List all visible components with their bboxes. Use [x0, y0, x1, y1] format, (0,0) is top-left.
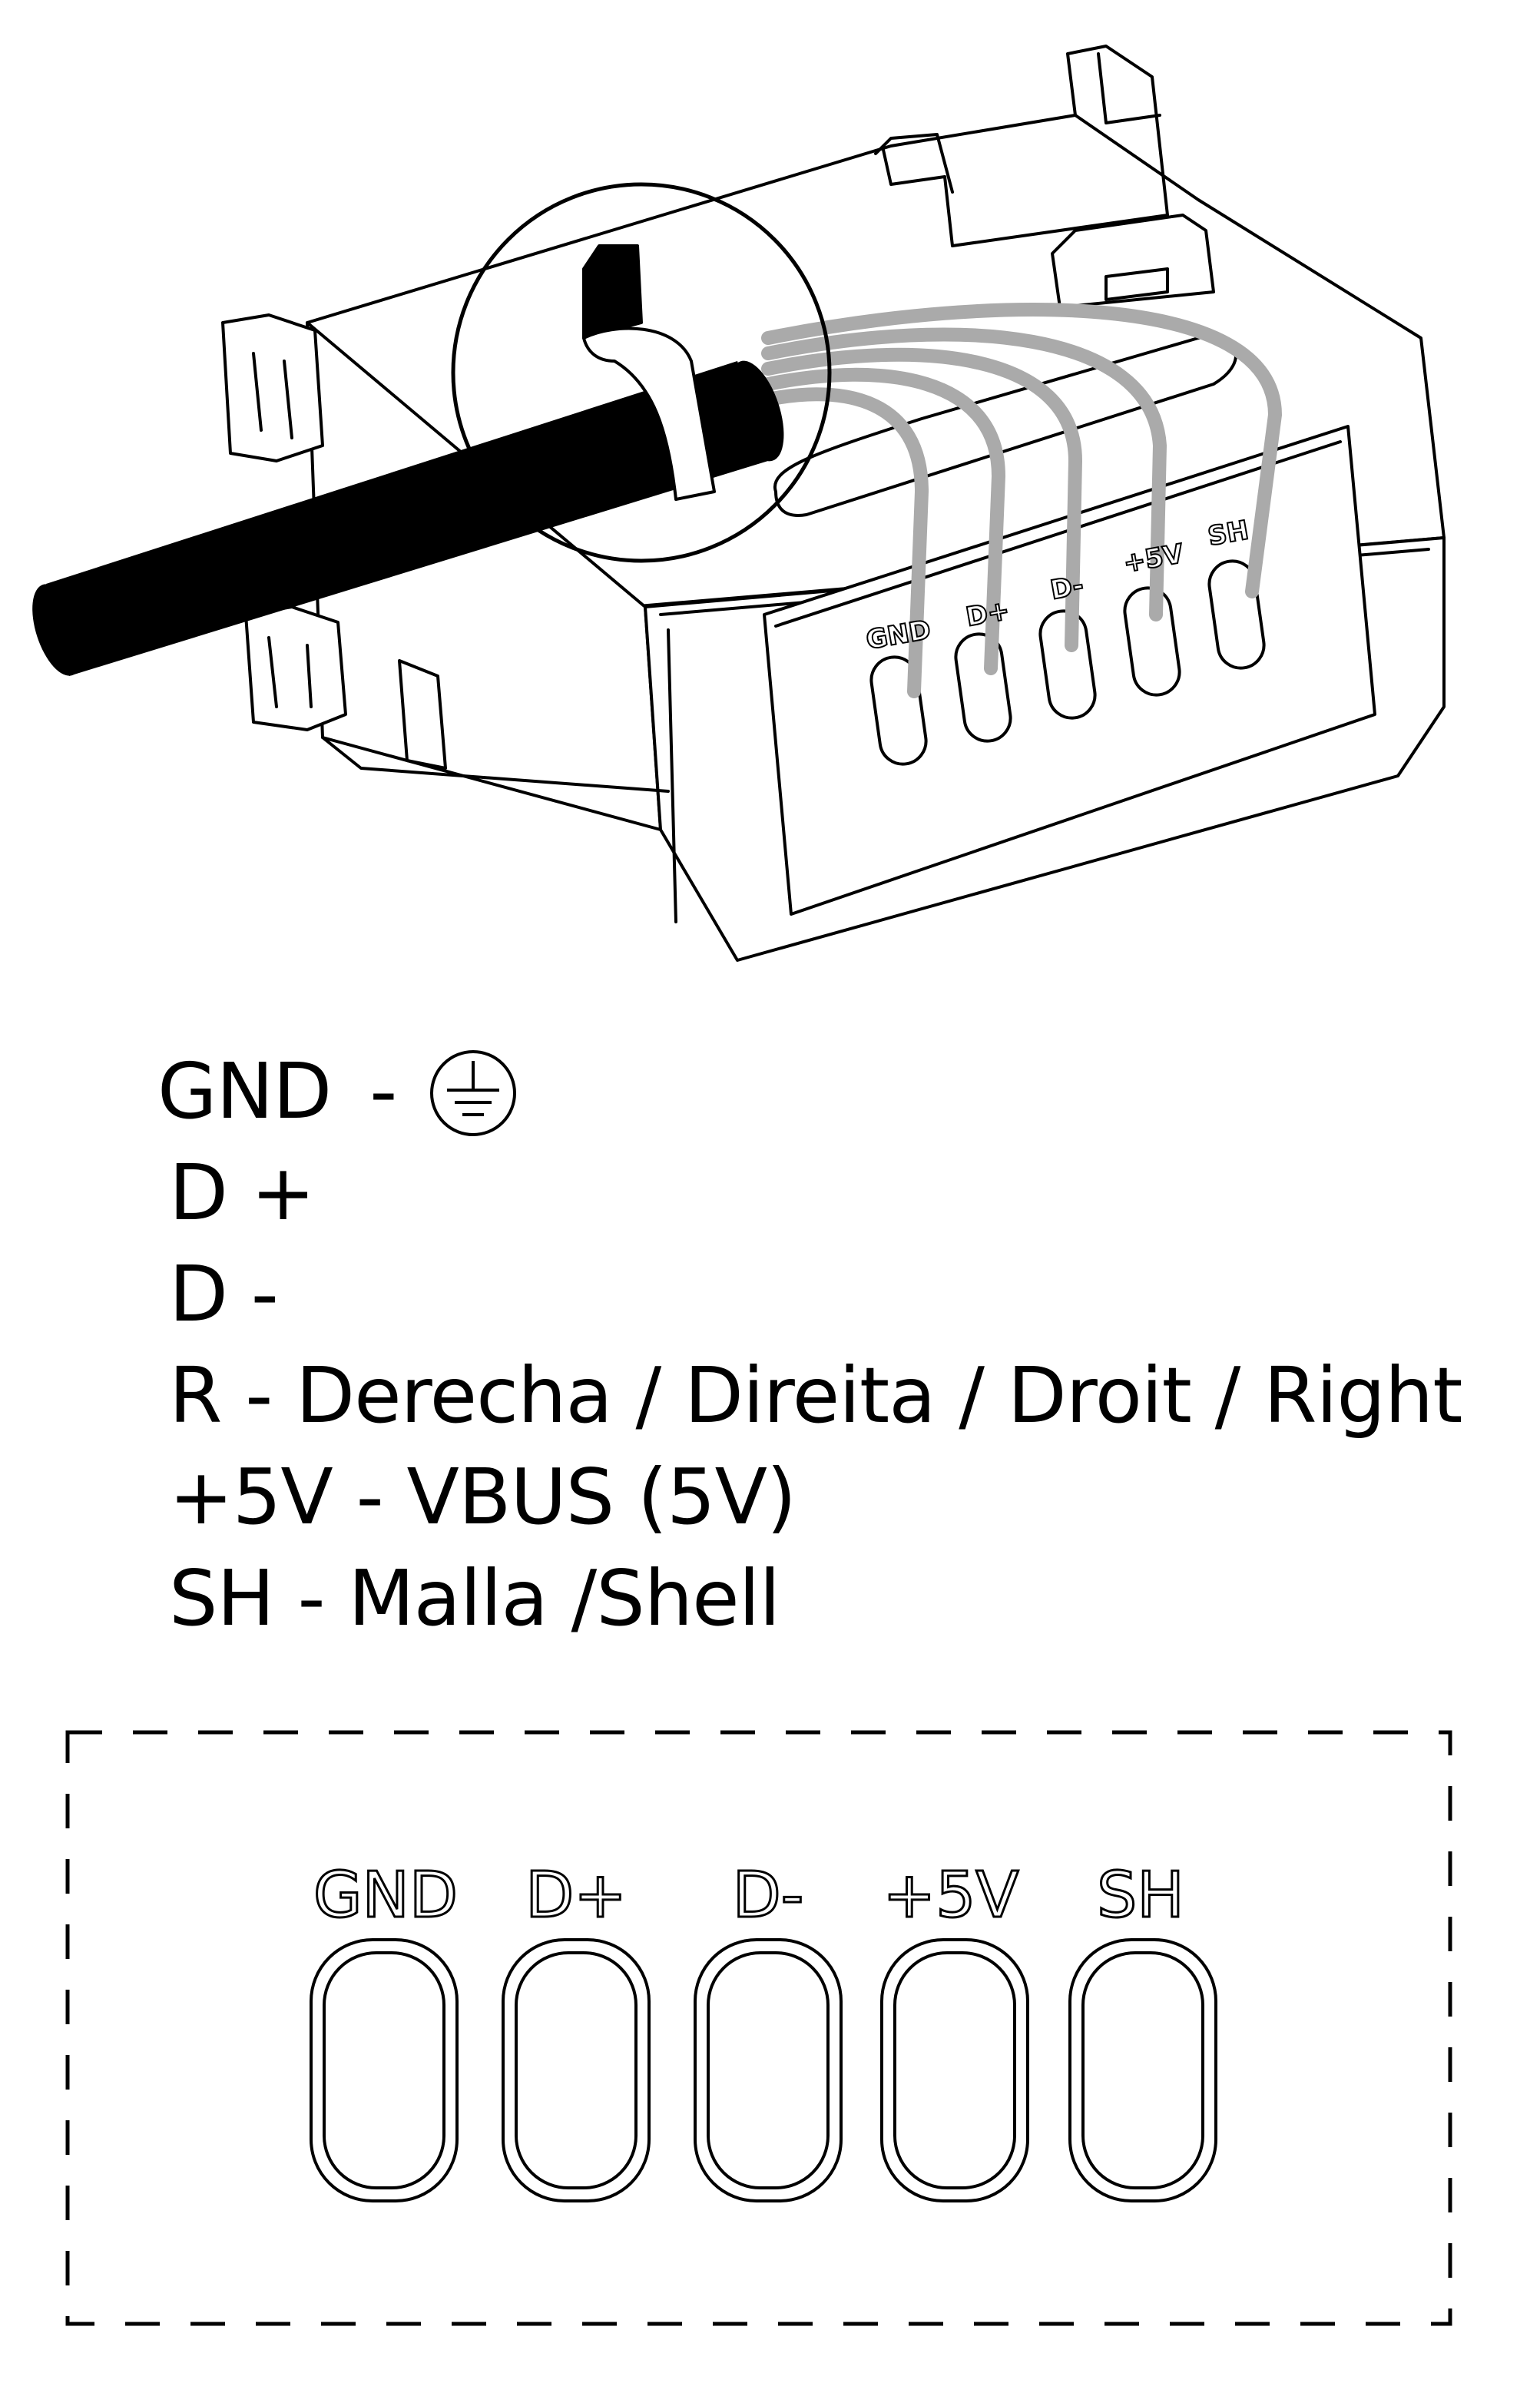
legend-shell: SH - Malla /Shell	[169, 1553, 780, 1643]
left-clip-lower	[244, 605, 347, 731]
legend-right: R - Derecha / Direita / Droit / Right	[169, 1351, 1462, 1440]
legend-dminus: D -	[169, 1249, 279, 1339]
magnifier-circle	[451, 182, 832, 563]
device-label-dplus: D+	[964, 595, 1012, 633]
device-terminal-slots	[869, 559, 1266, 766]
device-illustration: GND D+ D- +5V SH	[32, 45, 1446, 962]
earth-ground-icon	[430, 1050, 517, 1136]
legend-vbus: +5V - VBUS (5V)	[169, 1452, 796, 1542]
device-label-dminus: D-	[1048, 570, 1086, 606]
legend-gnd-label: GND	[157, 1046, 332, 1136]
pinout-legend: GND - D + D - R - Derecha / Direita / Dr…	[157, 1041, 1525, 1649]
detail-label-sh: SH	[1097, 1859, 1184, 1932]
terminal-detail: GND D+ D- +5V SH	[65, 1730, 1452, 2326]
detail-slot-gnd	[310, 1938, 459, 2202]
left-clip-upper	[221, 313, 324, 462]
detail-label-dminus: D-	[733, 1859, 804, 1932]
detail-dashed-frame	[65, 1730, 1452, 2326]
usb-cable	[32, 360, 784, 676]
detail-label-dplus: D+	[525, 1859, 627, 1932]
detail-slot-dplus	[502, 1938, 651, 2202]
legend-dplus: D +	[169, 1148, 316, 1238]
legend-gnd-row: GND -	[157, 1041, 1525, 1142]
detail-slot-5v	[880, 1938, 1029, 2202]
detail-label-gnd: GND	[313, 1859, 458, 1932]
detail-slot-dminus	[694, 1938, 843, 2202]
wire-bundle	[761, 303, 1283, 698]
legend-gnd-dash: -	[369, 1046, 397, 1136]
detail-slot-sh	[1068, 1938, 1217, 2202]
cable-tie	[582, 244, 716, 501]
detail-label-5v: +5V	[883, 1859, 1019, 1932]
